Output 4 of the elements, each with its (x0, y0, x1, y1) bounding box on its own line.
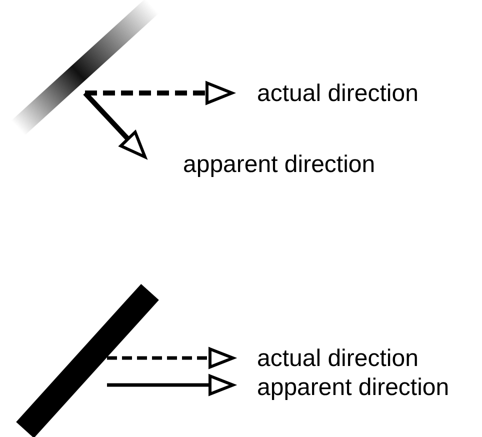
direction-label: actual direction (257, 345, 418, 373)
direction-label: actual direction (257, 80, 418, 108)
direction-label: apparent direction (183, 151, 376, 179)
direction-label: apparent direction (257, 374, 450, 402)
